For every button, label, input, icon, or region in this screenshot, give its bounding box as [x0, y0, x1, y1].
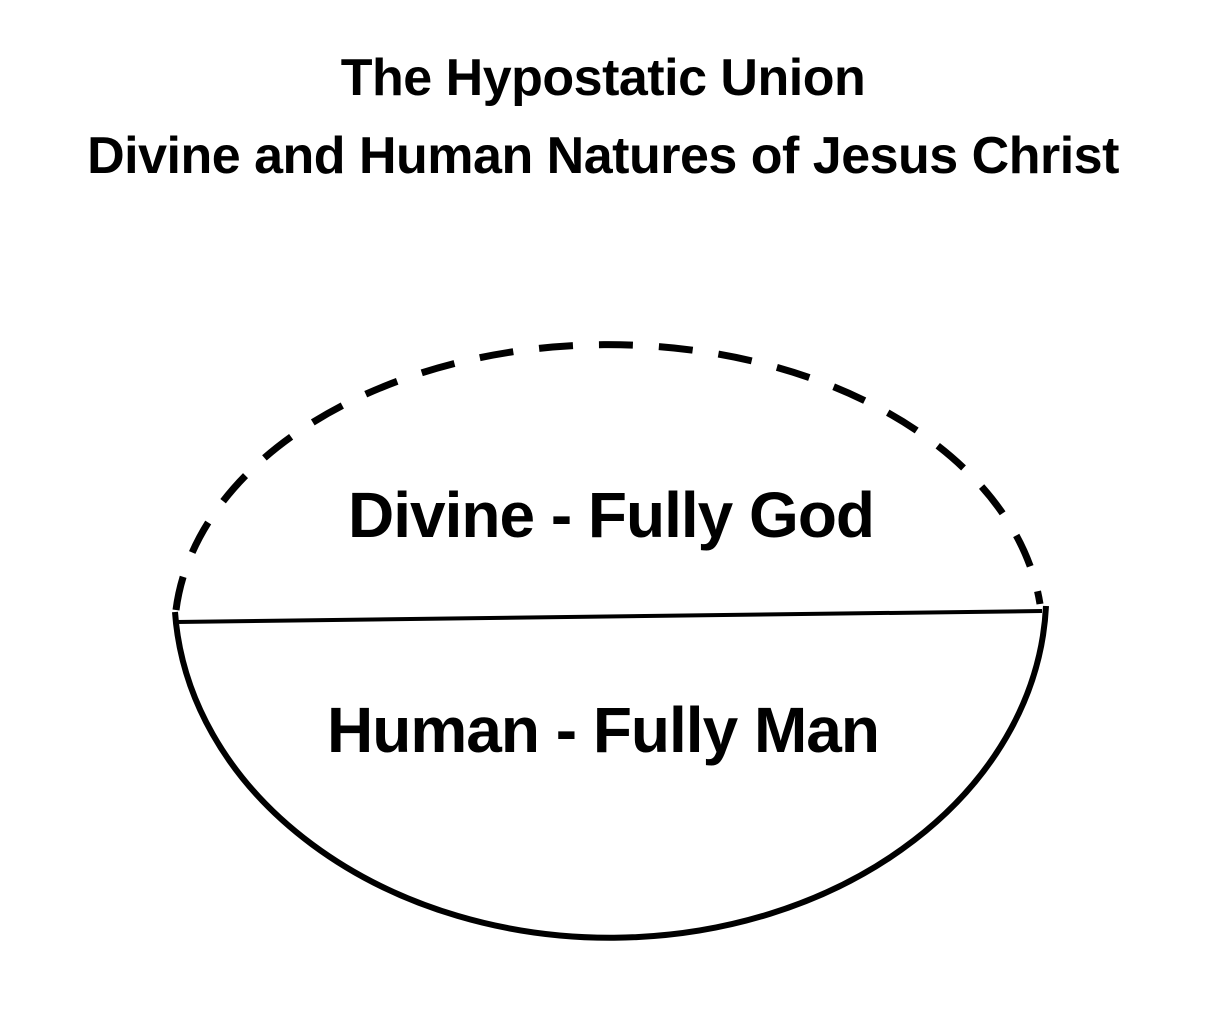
natures-divider-line [175, 609, 1043, 624]
title-line-2: Divine and Human Natures of Jesus Christ [87, 127, 1119, 185]
divine-dashed-arc [172, 341, 1044, 611]
human-nature-label: Human - Fully Man [327, 694, 880, 766]
human-solid-arc [172, 605, 1049, 941]
title-line-1: The Hypostatic Union [340, 49, 866, 107]
divine-nature-label: Divine - Fully God [347, 479, 875, 551]
